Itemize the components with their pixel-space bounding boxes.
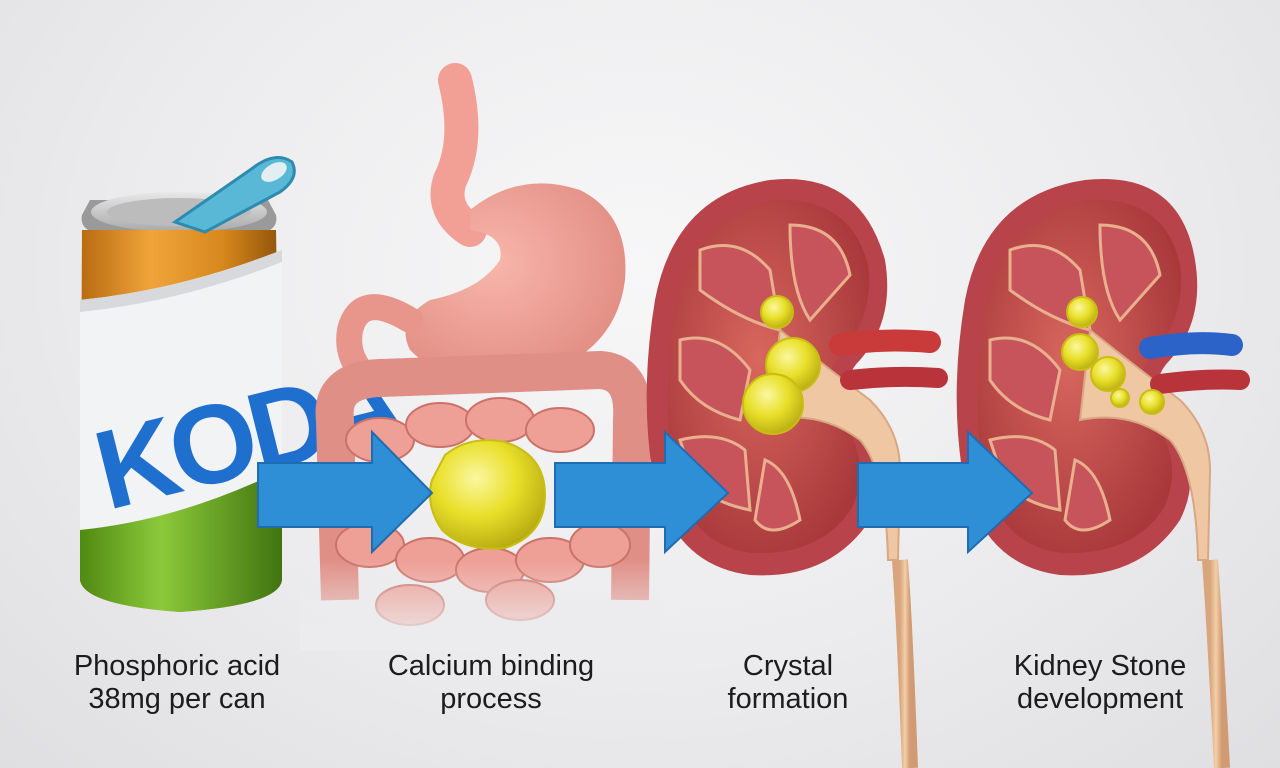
step-caption-kidney-stone: Kidney Stone development xyxy=(950,650,1250,716)
caption-line: 38mg per can xyxy=(27,683,327,716)
caption-line: Crystal xyxy=(638,650,938,683)
caption-line: Calcium binding xyxy=(341,650,641,683)
step-caption-phosphoric-acid: Phosphoric acid 38mg per can xyxy=(27,650,327,716)
caption-line: process xyxy=(341,683,641,716)
digestive-system-icon xyxy=(300,80,660,650)
caption-line: formation xyxy=(638,683,938,716)
step-caption-calcium-binding: Calcium binding process xyxy=(341,650,641,716)
caption-line: development xyxy=(950,683,1250,716)
caption-line: Phosphoric acid xyxy=(27,650,327,683)
caption-line: Kidney Stone xyxy=(950,650,1250,683)
step-caption-crystal-formation: Crystal formation xyxy=(638,650,938,716)
